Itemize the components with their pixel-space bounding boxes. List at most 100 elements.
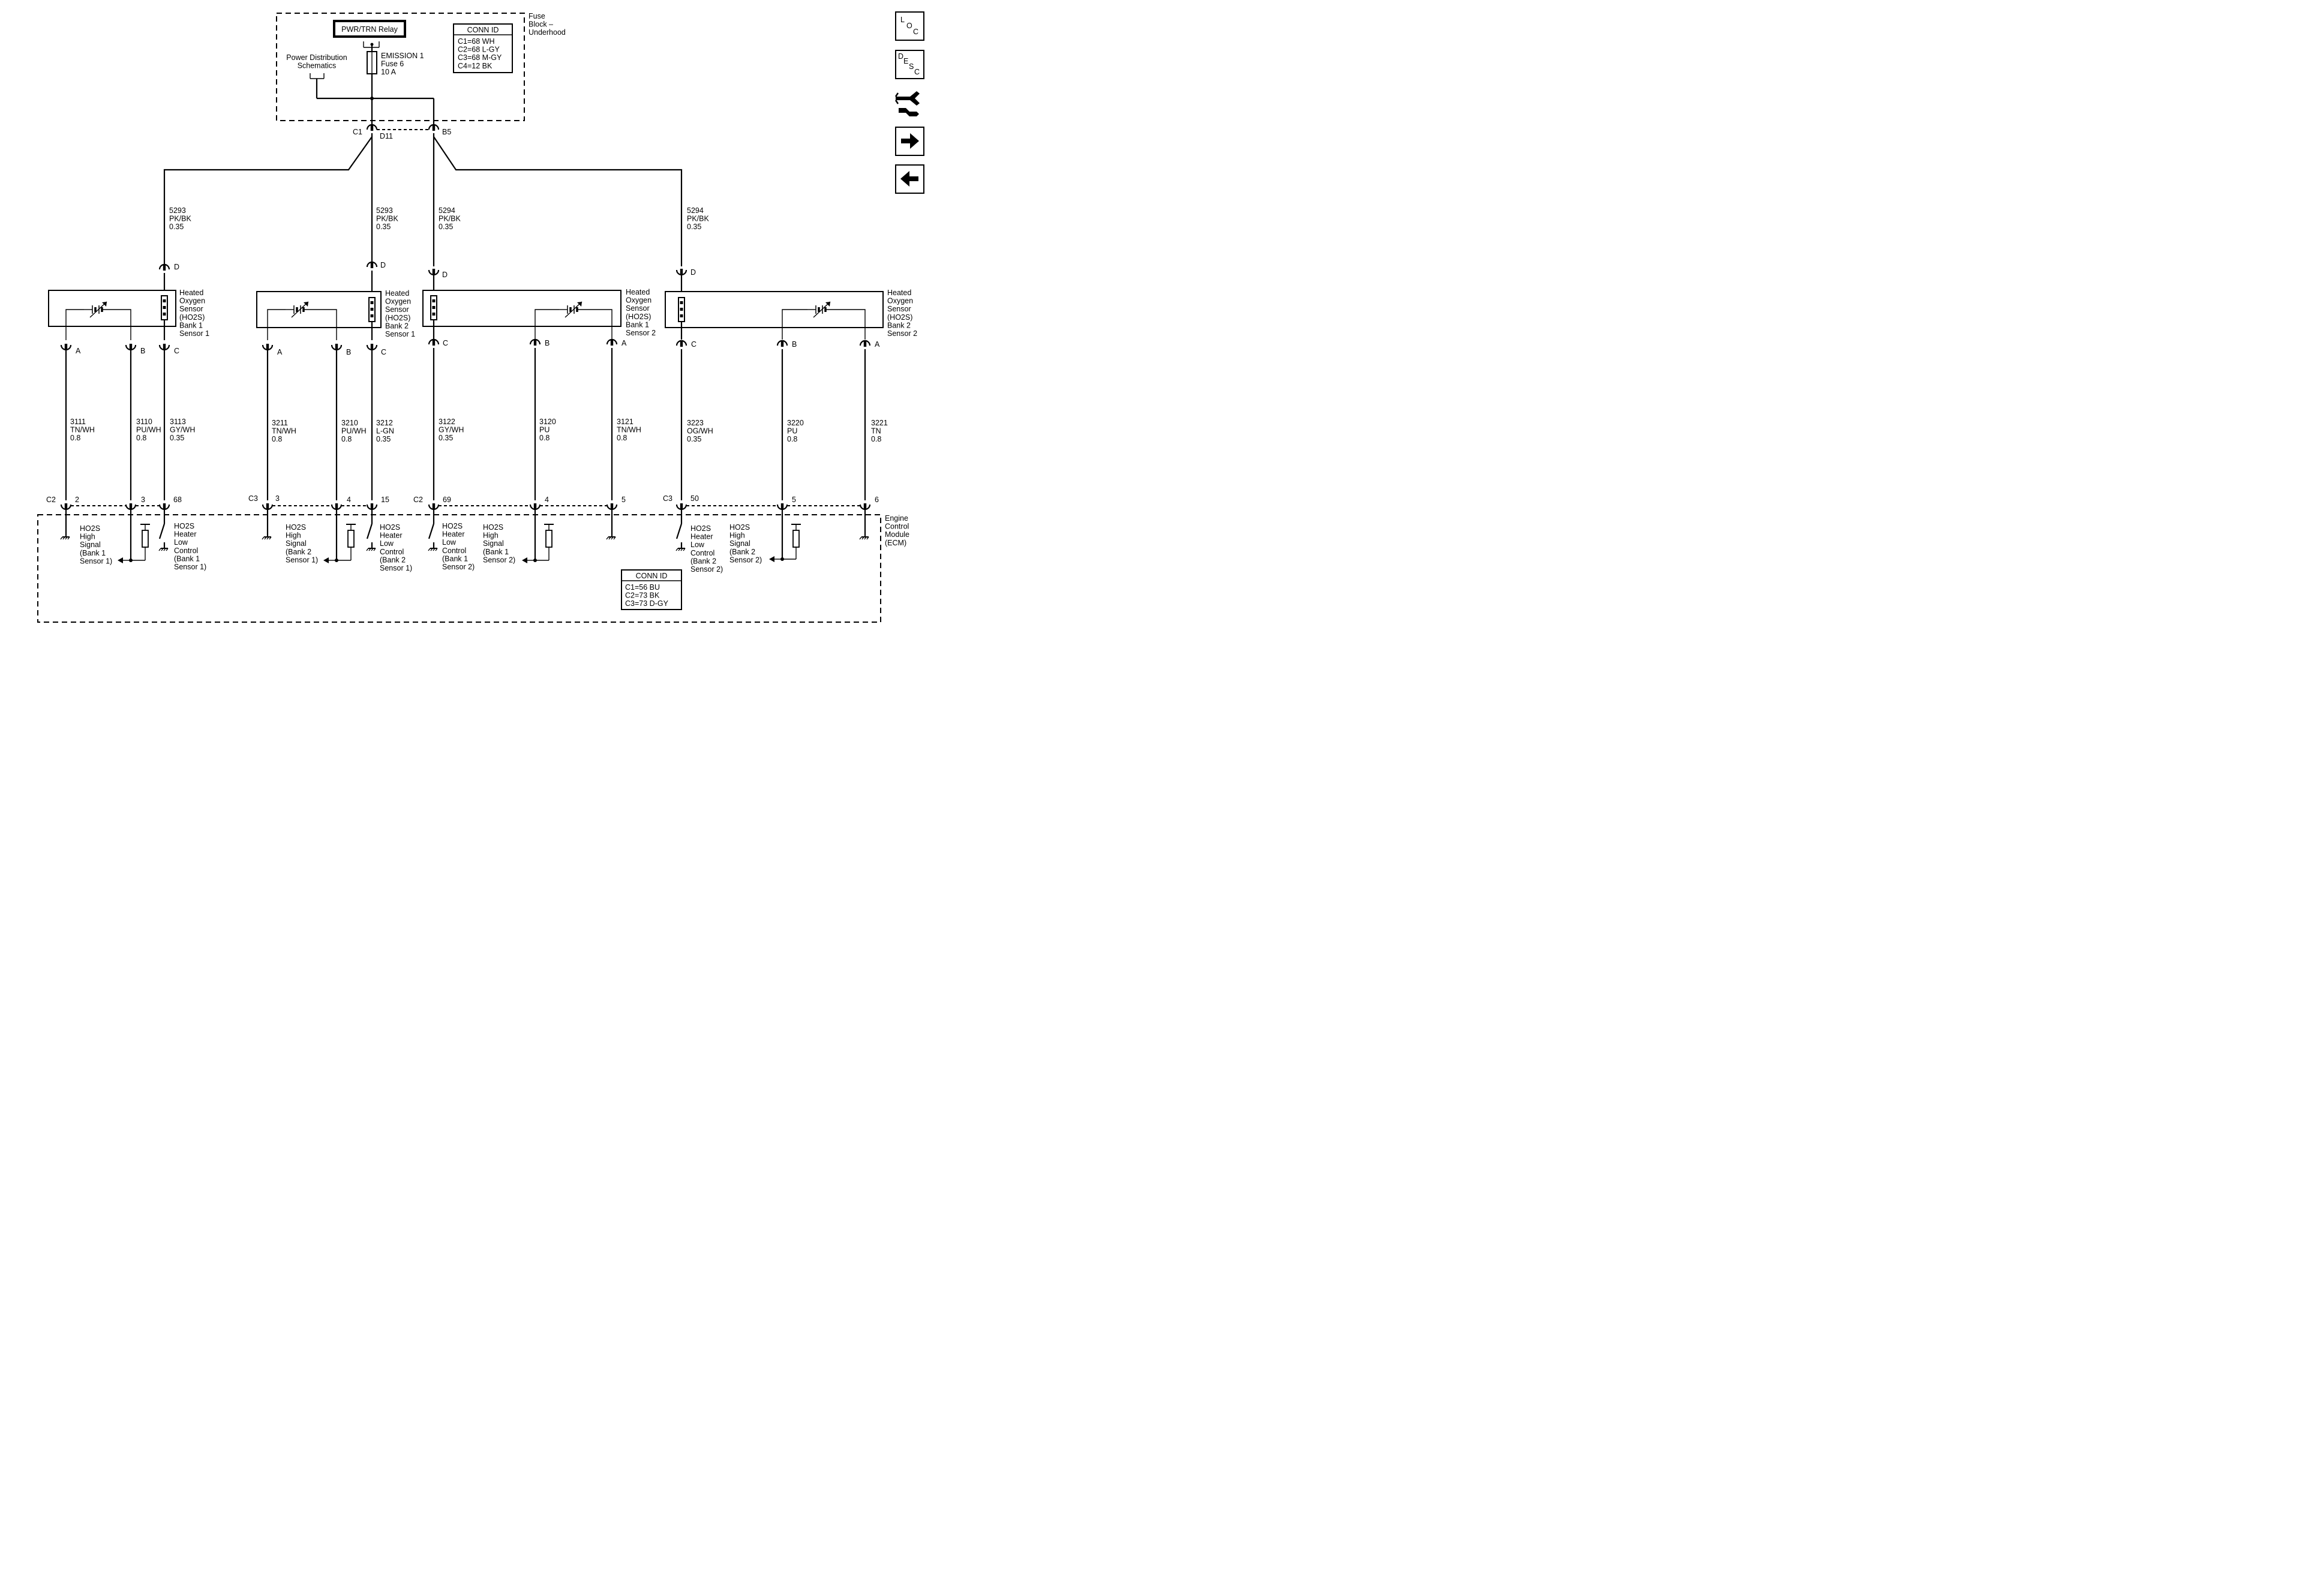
text-line: Sensor 1	[179, 329, 209, 338]
text-line: High	[80, 533, 95, 541]
text-line: (Bank 2	[380, 556, 406, 564]
text-line: Low	[380, 539, 394, 548]
text-line: C2=73 BK	[625, 592, 660, 600]
text-line: HO2S	[286, 523, 306, 532]
text-line: Sensor 2)	[729, 556, 762, 564]
text-line: Sensor 1)	[174, 563, 206, 571]
text-line: 3212	[376, 419, 393, 427]
text-line: (Bank 1	[174, 554, 200, 563]
text-line: Control	[442, 547, 466, 555]
diagram-label: C	[691, 340, 696, 349]
left-arrow-icon[interactable]	[895, 164, 924, 194]
diagram-label: B	[346, 348, 351, 356]
signal-b2s2	[769, 509, 801, 562]
ecm-connector-pins: C2 C3 C2 C3 2 3 68 3 4 15 69 4 5 50 5 6	[46, 494, 879, 511]
text-line: Power Distribution	[286, 53, 347, 62]
diagram-label: C	[914, 68, 920, 76]
diagram-label: 2	[75, 496, 79, 504]
text-line: (HO2S)	[385, 314, 410, 322]
text-line: Heated	[179, 289, 203, 297]
text-line: PK/BK	[687, 215, 709, 223]
text-line: Control	[380, 548, 404, 556]
text-line: High	[729, 532, 745, 540]
diagram-label: 4	[347, 496, 351, 504]
text-line: HO2S	[690, 524, 711, 533]
text-line: 3223	[687, 419, 704, 427]
diagram-label: C3	[248, 494, 258, 503]
text-line: Bank 2	[887, 321, 911, 329]
text-line: Oxygen	[887, 297, 913, 305]
text-line: OG/WH	[687, 427, 713, 436]
text-line: Sensor	[385, 305, 409, 314]
diagram-label: D	[380, 261, 386, 269]
diagram-label: C3	[663, 494, 672, 503]
text-line: (HO2S)	[626, 313, 651, 321]
diagram-label: 50	[690, 494, 699, 503]
signal-b1s2	[522, 509, 554, 563]
right-arrow-icon[interactable]	[895, 127, 924, 156]
text-line: 0.8	[136, 434, 146, 442]
relay-label: PWR/TRN Relay	[341, 25, 398, 34]
text-line: 5293	[376, 206, 393, 215]
text-line: 3221	[871, 419, 888, 427]
text-line: HO2S	[729, 523, 750, 532]
switch-b1s2	[427, 509, 439, 552]
text-line: PK/BK	[376, 215, 398, 223]
diagram-label: C2	[413, 496, 423, 504]
sensor-output-pins: A B C A B C C B A C B A	[60, 338, 880, 356]
text-line: Sensor	[887, 305, 911, 313]
text-line: PU	[539, 426, 550, 434]
diagram-label: D	[174, 263, 179, 271]
text-line: Heater	[442, 530, 465, 539]
text-line: HO2S	[174, 522, 194, 530]
diagram-label: 3	[275, 494, 280, 503]
diagram-label: B	[140, 347, 145, 355]
diagram-label: D	[898, 52, 903, 61]
text-line: Signal	[286, 539, 307, 548]
text-line: 0.8	[272, 435, 282, 443]
text-line: Block –	[529, 20, 553, 29]
connector-icon[interactable]	[894, 91, 920, 116]
text-line: GY/WH	[439, 426, 464, 434]
text-line: 0.35	[687, 223, 701, 231]
text-line: Low	[690, 541, 705, 549]
text-line: L-GN	[376, 427, 394, 436]
text-line: Fuse	[529, 12, 545, 20]
text-line: 0.35	[687, 435, 701, 443]
text-line: 3113	[170, 418, 186, 426]
text-line: 0.35	[376, 223, 391, 231]
text-line: Sensor	[179, 305, 203, 313]
diagram-label: 4	[545, 496, 549, 504]
text-line: 3210	[341, 419, 358, 427]
text-line: Sensor 2	[626, 329, 656, 337]
diagram-label: C	[174, 347, 179, 355]
signal-b2s1	[323, 509, 356, 563]
text-line: Heater	[380, 532, 403, 540]
diagram-label: B	[545, 339, 550, 347]
fuse-block-connectors: C1 D11 B5	[353, 124, 451, 140]
text-line: 0.8	[787, 435, 797, 443]
loc-button[interactable]: L O C	[895, 11, 924, 41]
text-line: Control	[885, 523, 909, 531]
text-line: Bank 1	[626, 320, 649, 329]
text-line: Fuse 6	[381, 60, 404, 68]
text-line: 5294	[687, 206, 704, 215]
text-line: High	[286, 532, 301, 540]
diagram-label: D11	[380, 132, 393, 140]
desc-button[interactable]: D E S C	[895, 50, 924, 79]
text-line: (Bank 2	[729, 548, 755, 556]
